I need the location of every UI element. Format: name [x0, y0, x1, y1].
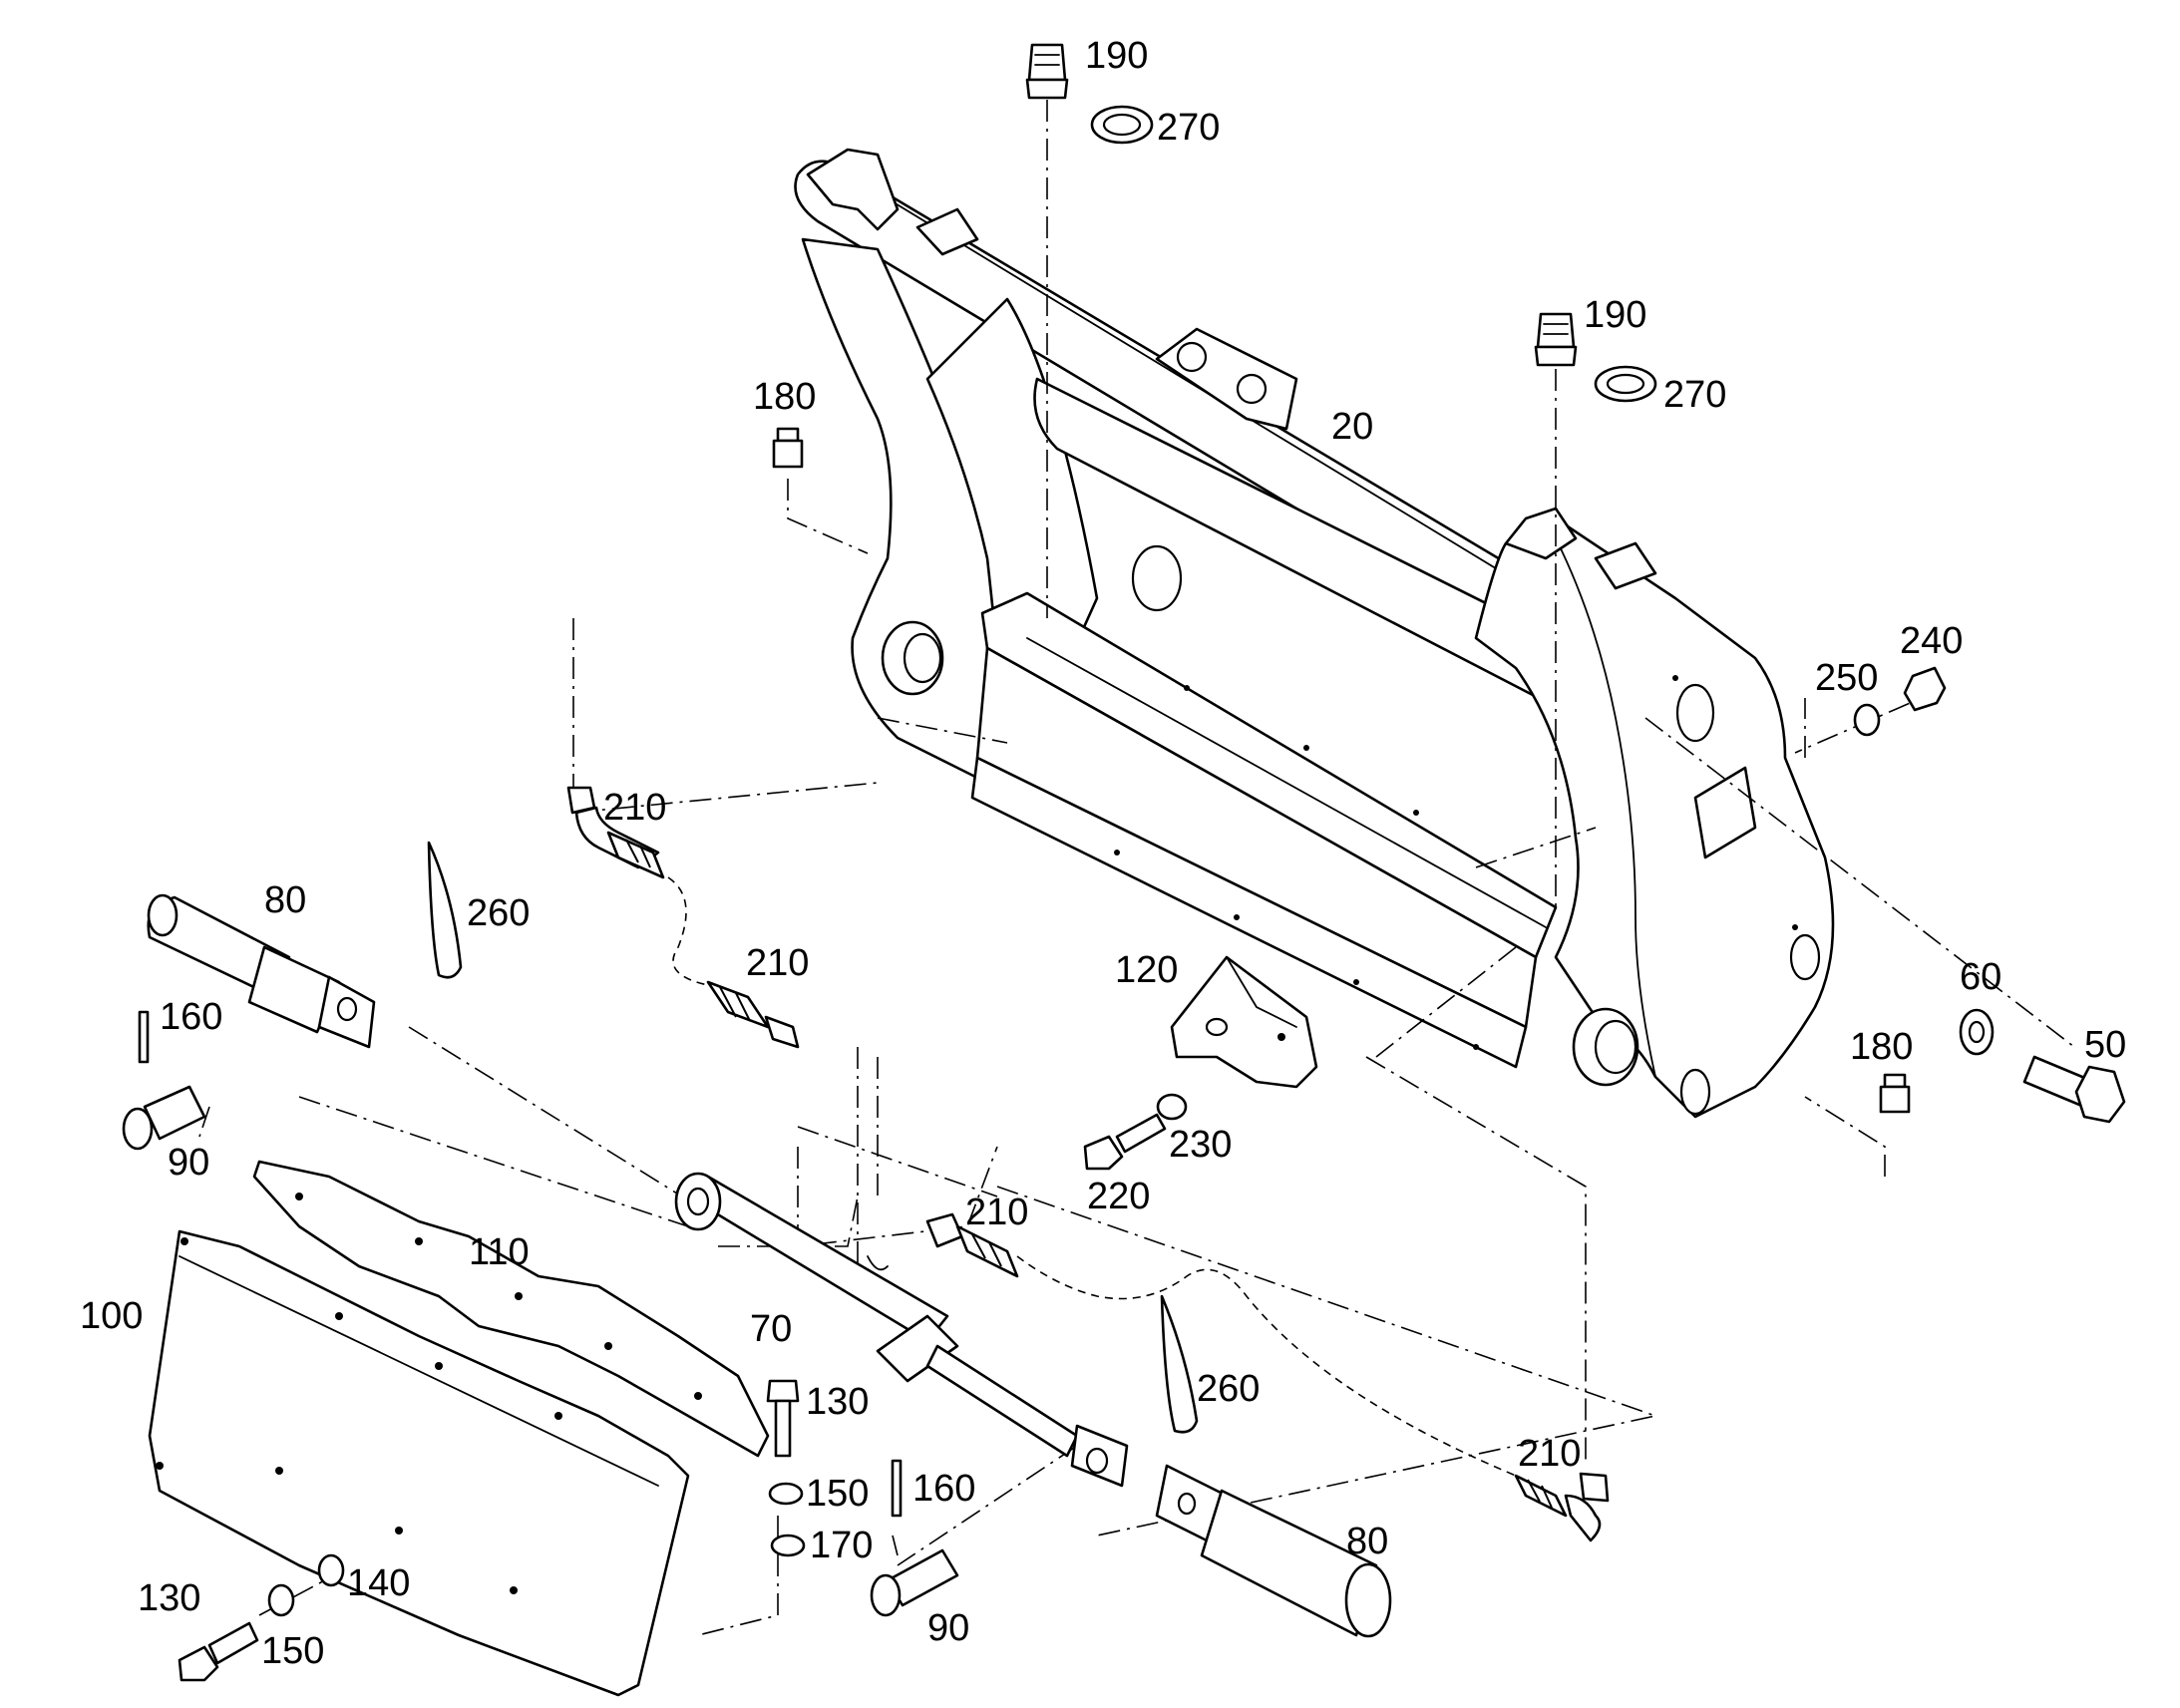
frame-20 — [794, 148, 1835, 1119]
callout-210-d: 210 — [1518, 1433, 1581, 1475]
callout-100: 100 — [80, 1295, 143, 1337]
callout-170: 170 — [810, 1525, 873, 1566]
hose-fitting-210-c — [925, 1212, 1019, 1278]
callout-160-left: 160 — [160, 996, 222, 1038]
callout-70: 70 — [750, 1308, 792, 1350]
callout-150-left: 150 — [261, 1630, 324, 1672]
callout-labels: 190 270 190 270 180 20 250 240 210 80 26… — [80, 35, 2126, 1672]
bolt-130-mid — [766, 1379, 800, 1458]
fitting-190-right — [1534, 312, 1578, 367]
bolt-130-left — [178, 1621, 259, 1682]
washer-150-mid — [768, 1482, 804, 1506]
bolt-220 — [1083, 1113, 1167, 1171]
callout-80-right: 80 — [1346, 1521, 1388, 1562]
callout-110: 110 — [469, 1231, 530, 1273]
callout-230: 230 — [1169, 1124, 1232, 1166]
grease-nipple-180-left — [772, 427, 804, 469]
callout-180-right: 180 — [1850, 1026, 1913, 1068]
callout-270-top: 270 — [1157, 107, 1220, 149]
pin-80-left — [147, 893, 376, 1049]
callout-260-right: 260 — [1197, 1368, 1260, 1410]
washer-250 — [1853, 703, 1881, 737]
spring-pin-160-left — [138, 1010, 150, 1064]
bolt-50 — [2022, 1055, 2126, 1124]
callout-50: 50 — [2084, 1024, 2126, 1066]
callout-140: 140 — [347, 1562, 410, 1604]
callout-90-left: 90 — [168, 1142, 209, 1184]
hose-fitting-210-a — [566, 786, 665, 879]
grease-nipple-180-right — [1879, 1073, 1911, 1114]
callout-80-left: 80 — [264, 879, 306, 921]
callout-160-right: 160 — [912, 1468, 975, 1510]
callout-60: 60 — [1960, 956, 2001, 998]
callout-190-right: 190 — [1584, 294, 1646, 336]
callout-210-a: 210 — [603, 787, 666, 829]
callout-130-mid: 130 — [806, 1381, 869, 1423]
hose-fitting-210-d — [1514, 1472, 1610, 1542]
tab-260-right — [1160, 1294, 1199, 1434]
pin-90-left — [122, 1085, 206, 1151]
callout-190-top: 190 — [1085, 35, 1148, 77]
washer-150-left — [267, 1583, 295, 1617]
guard-plate-100 — [148, 1229, 690, 1697]
fitting-190-top — [1025, 43, 1069, 100]
strip-110 — [252, 1160, 770, 1458]
washer-140 — [317, 1553, 345, 1587]
callout-90-right: 90 — [927, 1607, 969, 1649]
callout-240: 240 — [1900, 620, 1963, 662]
callout-250: 250 — [1815, 657, 1878, 699]
callout-270-right: 270 — [1663, 374, 1726, 416]
pin-90-right — [870, 1548, 959, 1617]
pin-80-right — [1155, 1464, 1392, 1638]
bracket-120 — [1170, 955, 1318, 1089]
callout-180-left: 180 — [753, 376, 816, 418]
washer-170 — [770, 1534, 806, 1557]
callout-260-left: 260 — [467, 892, 530, 934]
spring-pin-160-right — [891, 1459, 903, 1518]
callout-20: 20 — [1331, 406, 1373, 448]
callout-150-mid: 150 — [806, 1473, 869, 1515]
nut-240 — [1903, 666, 1947, 712]
tab-260-left — [427, 841, 463, 979]
washer-230 — [1156, 1093, 1188, 1121]
callout-220: 220 — [1087, 1176, 1150, 1217]
cylinder-70 — [674, 1172, 1129, 1488]
hose-fitting-210-b — [706, 980, 800, 1049]
callout-210-b: 210 — [746, 942, 809, 984]
callout-120: 120 — [1115, 949, 1178, 991]
callout-210-c: 210 — [965, 1192, 1028, 1233]
callout-130-left: 130 — [138, 1577, 200, 1619]
